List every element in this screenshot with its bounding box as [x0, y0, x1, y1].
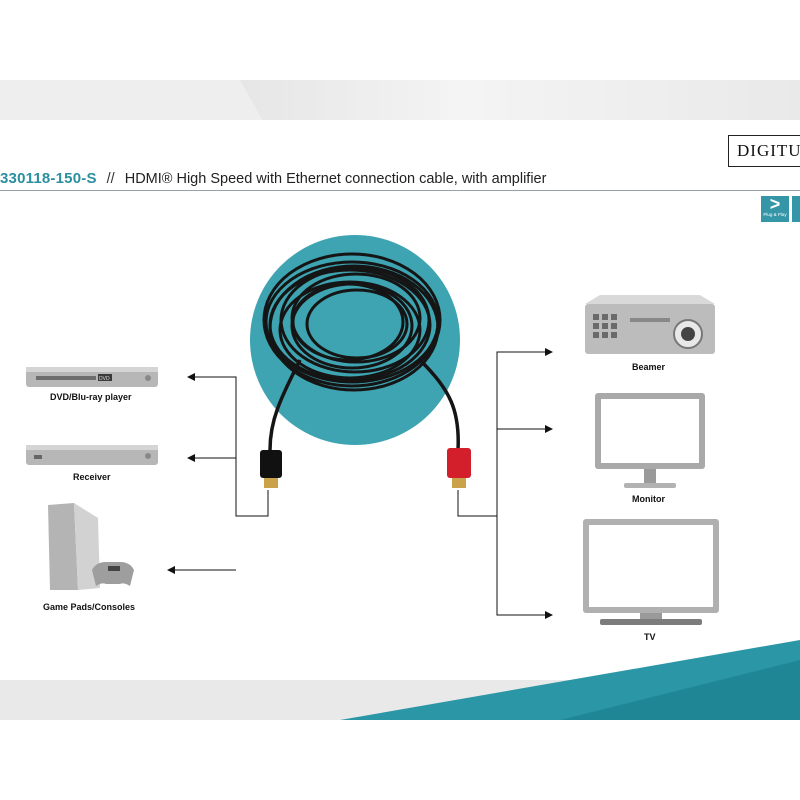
destination-label-tv: TV: [644, 632, 656, 642]
title-underline: [0, 190, 800, 191]
red-hdmi-connector: [447, 448, 471, 478]
hdmi-cable-image: [250, 235, 471, 488]
top-banner-fade: [240, 80, 800, 120]
destination-label-beamer: Beamer: [632, 362, 666, 372]
monitor-icon: [595, 393, 705, 488]
secondary-feature-icon: [792, 196, 800, 222]
brand-logo: DIGITU: [728, 135, 800, 167]
destination-label-monitor: Monitor: [632, 494, 665, 504]
source-label-console: Game Pads/Consoles: [43, 602, 136, 612]
product-description: HDMI® High Speed with Ethernet connectio…: [124, 171, 547, 187]
title-separator: //: [106, 171, 115, 187]
source-label-dvd: DVD/Blu-ray player: [50, 392, 132, 402]
top-banner: [0, 80, 800, 120]
receiver-icon: [26, 445, 158, 465]
source-connector-lines: [167, 373, 269, 574]
game-console-icon: [48, 503, 134, 590]
destination-connector-lines: [457, 348, 553, 619]
black-hdmi-connector: [260, 450, 282, 478]
plug-and-play-icon: >Plug & Play: [761, 195, 789, 222]
page-title: 330118-150-S // HDMI® High Speed with Ethe…: [0, 170, 546, 190]
source-label-receiver: Receiver: [73, 472, 111, 482]
dvd-screen-label: DVD: [99, 376, 110, 382]
tv-icon: [583, 519, 719, 625]
dvd-player-icon: DVD: [26, 367, 158, 387]
product-code: 330118-150-S: [0, 170, 97, 187]
projector-icon: [585, 295, 715, 354]
